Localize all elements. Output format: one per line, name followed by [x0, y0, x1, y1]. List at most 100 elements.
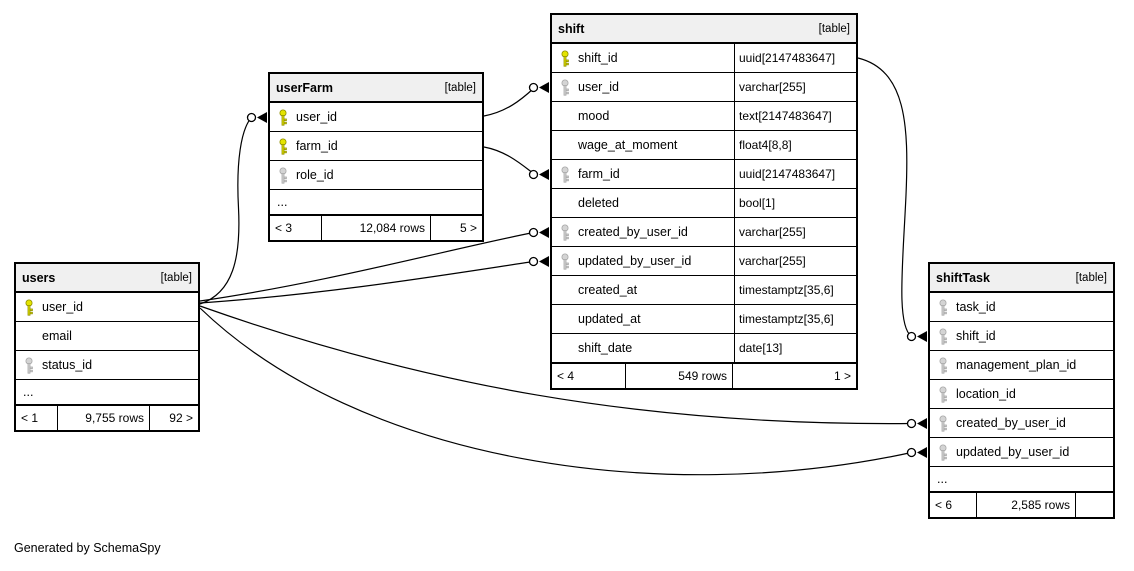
edge-users.user_id-to-shift.updated_by_user_id [199, 260, 534, 304]
table-header-users[interactable]: users [table] [16, 264, 198, 293]
primary-key-icon [25, 299, 33, 316]
column-name: shift_date [578, 341, 633, 355]
edge-users.user_id-to-userFarm.user_id [199, 117, 252, 305]
edge-endpoint-circle [528, 82, 539, 93]
column-name: wage_at_moment [578, 138, 678, 152]
column-name: created_by_user_id [956, 416, 1066, 430]
edge-endpoint-circle [246, 112, 257, 123]
key-icon-slot [930, 386, 956, 403]
column-row-created_by_user_id: created_by_user_id [930, 409, 1113, 438]
column-row-updated_by_user_id: updated_by_user_id [930, 438, 1113, 467]
column-row-role_id: role_id [270, 161, 482, 190]
column-row-status_id: status_id [16, 351, 198, 380]
table-header-userFarm[interactable]: userFarm [table] [270, 74, 482, 103]
column-name: status_id [42, 358, 93, 372]
hidden-columns-ellipsis: ... [937, 472, 948, 486]
footer-right-indicator: 5 > [459, 221, 477, 235]
table-type-badge: [table] [818, 22, 850, 35]
key-icon-slot [552, 50, 578, 67]
column-type: varchar[255] [739, 80, 806, 94]
column-name: user_id [578, 80, 619, 94]
edge-arrowhead [917, 447, 927, 458]
edge-arrowhead [539, 169, 549, 180]
edge-endpoint-circle [906, 331, 917, 342]
table-header-shiftTask[interactable]: shiftTask[table] [930, 264, 1113, 293]
key-icon-slot [930, 299, 956, 316]
column-row-task_id: task_id [930, 293, 1113, 322]
column-type: timestamptz[35,6] [739, 283, 834, 297]
footer-right-indicator: 1 > [833, 369, 851, 383]
column-row-ellipsis: ... [930, 467, 1113, 492]
foreign-key-icon [561, 253, 569, 270]
footer-left-indicator: < 3 [270, 216, 322, 240]
foreign-key-icon [279, 167, 287, 184]
schemaspy-credit: Generated by SchemaSpy [14, 541, 161, 555]
column-name: shift_id [956, 329, 996, 343]
table-name: userFarm [276, 80, 333, 95]
column-row-updated_at: updated_at timestamptz[35,6] [552, 305, 856, 334]
key-icon-slot [552, 79, 578, 96]
table-userFarm: userFarm [table] user_id farm_id role_id... <… [268, 72, 484, 242]
column-name: shift_id [578, 51, 618, 65]
column-type: float4[8,8] [739, 138, 792, 152]
table-type-badge: [table] [444, 81, 476, 94]
edge-endpoint-circle [906, 418, 917, 429]
primary-key-icon [279, 138, 287, 155]
edge-arrowhead [257, 112, 267, 123]
key-icon-slot [270, 138, 296, 155]
column-type: timestamptz[35,6] [739, 312, 834, 326]
footer-row-count: 12,084 rows [322, 216, 431, 240]
column-name: farm_id [296, 139, 338, 153]
column-type: date[13] [739, 341, 783, 355]
column-name: user_id [42, 300, 83, 314]
table-type-badge: [table] [160, 271, 192, 284]
foreign-key-icon [25, 357, 33, 374]
column-name: created_at [578, 283, 638, 297]
key-icon-slot [16, 299, 42, 316]
key-icon-slot [930, 328, 956, 345]
table-name: shiftTask [936, 270, 990, 285]
key-icon-slot [552, 224, 578, 241]
column-row-management_plan_id: management_plan_id [930, 351, 1113, 380]
foreign-key-icon [561, 79, 569, 96]
table-shiftTask: shiftTask[table]task_id shift_id managemen… [928, 262, 1115, 519]
table-header-shift[interactable]: shift[table] [552, 15, 856, 44]
edge-userFarm.farm_id-to-shift.farm_id [483, 146, 534, 174]
footer-left-indicator: < 1 [16, 406, 58, 430]
column-row-user_id: user_id [270, 103, 482, 132]
foreign-key-icon [939, 386, 947, 403]
edge-endpoint-circle [906, 447, 917, 458]
column-name: role_id [296, 168, 334, 182]
table-name: users [22, 270, 56, 285]
column-type: uuid[2147483647] [739, 51, 836, 65]
edge-arrowhead [539, 82, 549, 93]
hidden-columns-ellipsis: ... [277, 195, 288, 209]
edge-users.user_id-to-shift.created_by_user_id [199, 231, 534, 302]
column-row-shift_id: shift_id [930, 322, 1113, 351]
edge-userFarm.user_id-to-shift.user_id [483, 88, 534, 117]
edge-users.user_id-to-shiftTask.updated_by_user_id [199, 307, 912, 476]
edge-endpoint-circle [528, 227, 539, 238]
column-row-location_id: location_id [930, 380, 1113, 409]
column-row-user_id: user_id varchar[255] [552, 73, 856, 102]
column-row-shift_date: shift_date date[13] [552, 334, 856, 363]
column-type: uuid[2147483647] [739, 167, 836, 181]
column-name: updated_by_user_id [956, 445, 1070, 459]
foreign-key-icon [939, 357, 947, 374]
column-row-email: email [16, 322, 198, 351]
column-type: varchar[255] [739, 254, 806, 268]
edge-endpoint-circle [528, 256, 539, 267]
footer-right-indicator: 92 > [169, 411, 193, 425]
edge-arrowhead [539, 256, 549, 267]
column-name: updated_at [578, 312, 641, 326]
